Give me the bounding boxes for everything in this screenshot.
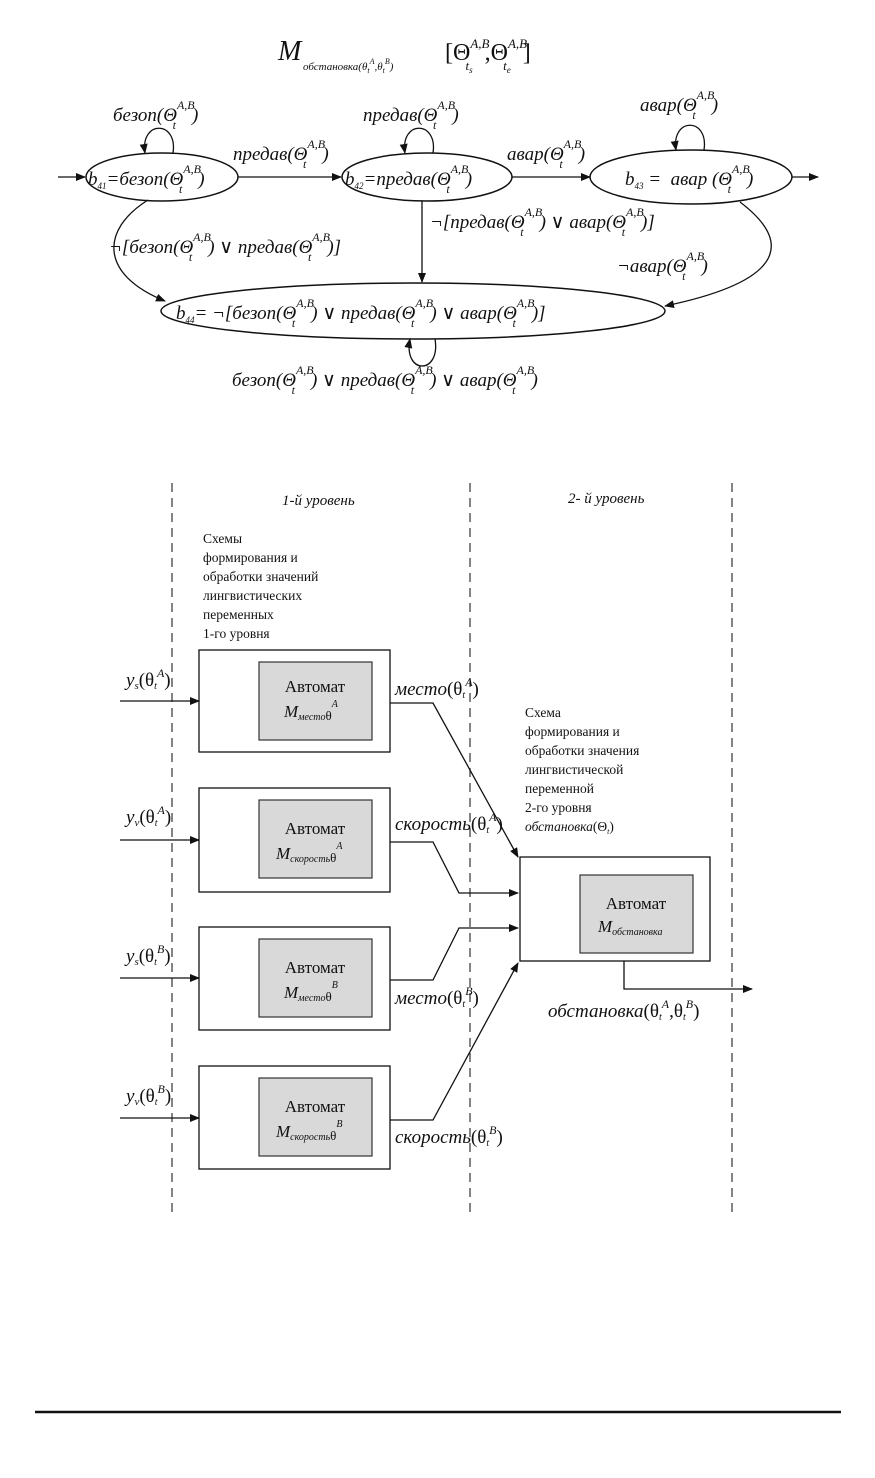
loop-b41[interactable] xyxy=(139,127,175,154)
level2-note: Схема формирования и обработки значения … xyxy=(525,705,643,836)
state-b44[interactable] xyxy=(160,282,666,340)
edge-b43-b44[interactable] xyxy=(664,201,772,309)
block-skorost-B[interactable]: Автомат MскоростьθB yv(θtB) скорость(θtB… xyxy=(120,1065,503,1170)
connector-mesto-B xyxy=(390,924,519,981)
connector-skorost-A xyxy=(390,841,519,897)
connector-mesto-A xyxy=(390,702,519,858)
connector-skorost-B xyxy=(390,962,519,1121)
output-label: скорость(θtA) xyxy=(395,810,503,836)
automaton-box[interactable] xyxy=(258,661,373,741)
automaton-box[interactable] xyxy=(258,938,373,1018)
level2-heading: 2- й уровень xyxy=(568,491,645,507)
block-mesto-A[interactable]: Автомат MместоθA ys(θtA) место(θtA) xyxy=(120,649,479,753)
final-output-label: обстановка(θtA,θtB) xyxy=(548,997,699,1023)
automaton-box[interactable] xyxy=(579,874,694,954)
level1-heading: 1-й уровень xyxy=(282,493,355,509)
input-label: ys(θtA) xyxy=(124,666,171,692)
loop-b44[interactable] xyxy=(404,338,437,367)
edge-b41-b44[interactable] xyxy=(113,199,166,302)
level1-note: Схемы формирования и обработки значений … xyxy=(203,531,322,641)
block-obstanovka[interactable]: Автомат Mобстановка обстановка(θtA,θtB) xyxy=(519,856,753,1023)
title-M: M xyxy=(277,36,303,67)
block-skorost-A[interactable]: Автомат MскоростьθA yv(θtA) скорость(θtA… xyxy=(120,787,503,893)
input-label: ys(θtB) xyxy=(124,942,171,968)
output-label: скорость(θtB) xyxy=(395,1123,503,1149)
title-subscript: обстановка(θtA,θtB) xyxy=(303,57,394,75)
automaton-title: Автомат xyxy=(285,958,346,977)
automaton-box[interactable] xyxy=(258,1077,373,1157)
automaton-title: Автомат xyxy=(285,677,346,696)
automaton-title: Автомат xyxy=(285,1097,346,1116)
automaton-title: Автомат xyxy=(606,894,667,913)
automaton-box[interactable] xyxy=(258,799,373,879)
output-arrow xyxy=(623,961,753,993)
output-label: место(θtB) xyxy=(394,984,479,1010)
input-label: yv(θtB) xyxy=(124,1082,171,1108)
block-mesto-B[interactable]: Автомат MместоθB ys(θtB) место(θtB) xyxy=(120,926,479,1031)
automaton-title: Автомат xyxy=(285,819,346,838)
loop-b42[interactable] xyxy=(399,127,435,154)
block-diagram: 1-й уровень 2- й уровень Схемы формирова… xyxy=(120,483,753,1218)
output-label: место(θtA) xyxy=(394,675,479,701)
input-label: yv(θtA) xyxy=(124,803,171,829)
loop-b43[interactable] xyxy=(670,124,706,151)
